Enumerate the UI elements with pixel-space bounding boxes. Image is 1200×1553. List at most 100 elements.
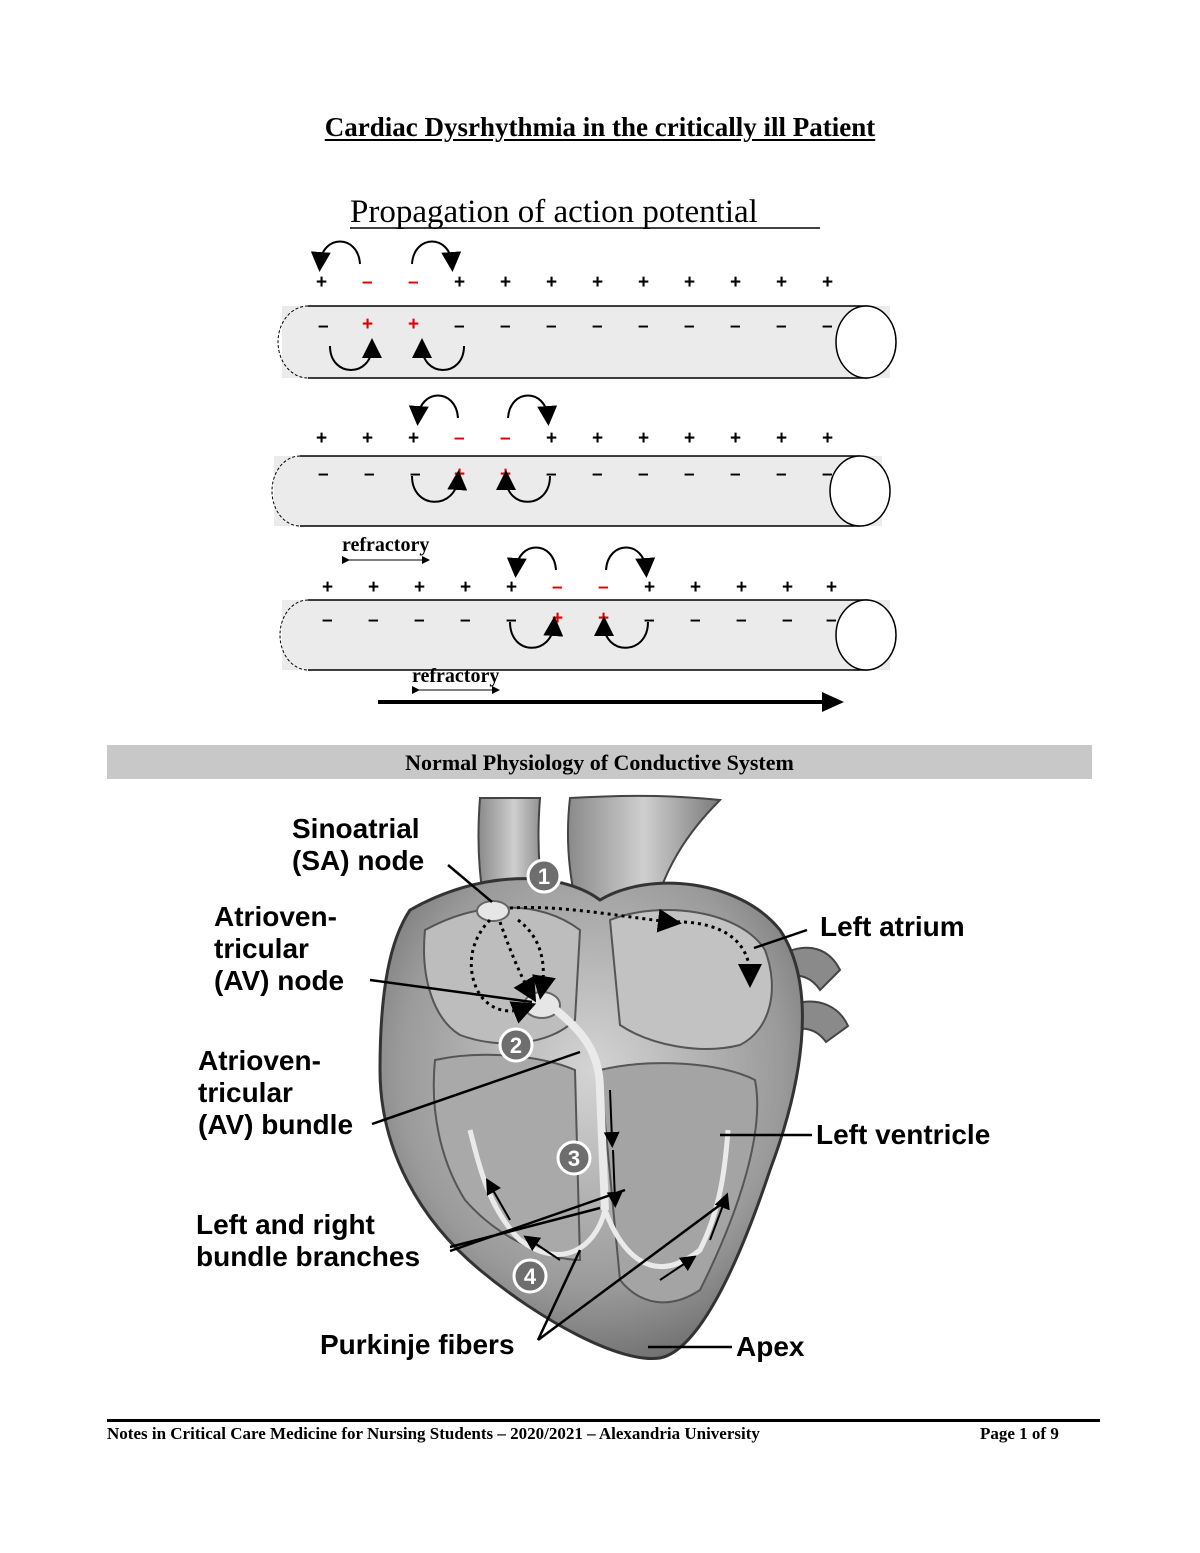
svg-text:+: + (782, 577, 793, 598)
av-bundle-label-line2: tricular (198, 1077, 293, 1108)
left-branch-path (602, 1129, 731, 1270)
fiber-3-arrow-left-out (506, 546, 557, 578)
svg-text:+: + (638, 428, 649, 449)
svg-text:–: – (592, 316, 603, 337)
svg-text:+: + (730, 272, 741, 293)
svg-text:–: – (364, 464, 375, 485)
document-title: Cardiac Dysrhythmia in the critically il… (324, 112, 876, 142)
svg-text:–: – (736, 610, 747, 631)
svg-text:+: + (546, 272, 557, 293)
svg-text:3: 3 (568, 1146, 580, 1171)
right-branch-path (467, 1129, 608, 1257)
av-node-label-line3: (AV) node (214, 965, 344, 996)
fiber-1-arrow-right-out (411, 240, 462, 272)
av-node (523, 991, 561, 1019)
fiber-2-arrow-left-in (411, 470, 468, 503)
heart-illustration (378, 794, 850, 1361)
av-bundle-label-line3: (AV) bundle (198, 1109, 353, 1140)
fiber-3-arrow-left-in (509, 616, 564, 649)
left-ventricle-label: Left ventricle (816, 1119, 990, 1150)
footer-course-note: Notes in Critical Care Medicine for Nurs… (107, 1424, 760, 1443)
step-1-marker: 1 (526, 858, 562, 894)
svg-text:+: + (644, 577, 655, 598)
svg-text:+: + (414, 577, 425, 598)
fiber-1-arrow-right-in (412, 338, 465, 371)
svg-text:+: + (822, 272, 833, 293)
svg-text:–: – (822, 464, 833, 485)
svg-text:+: + (546, 428, 557, 449)
fiber-2-outer-signs: +++ –– ++++ +++ (316, 428, 833, 449)
footer-page-number: Page 1 of 9 (980, 1424, 1059, 1443)
svg-text:–: – (822, 316, 833, 337)
svg-text:–: – (552, 577, 563, 598)
fiber-1: +–– ++++ +++++ –++ –––– ––––– (277, 240, 897, 379)
sa-node-label-line2: (SA) node (292, 845, 424, 876)
svg-text:+: + (454, 464, 465, 485)
svg-text:–: – (690, 610, 701, 631)
svg-text:–: – (454, 428, 465, 449)
svg-text:–: – (598, 577, 609, 598)
propagation-direction-arrowhead (822, 692, 844, 712)
svg-text:–: – (460, 610, 471, 631)
svg-text:–: – (362, 272, 373, 293)
footer-rule (107, 1419, 1100, 1422)
svg-text:+: + (454, 272, 465, 293)
fiber-2-arrow-left-out (408, 394, 459, 426)
svg-text:–: – (730, 316, 741, 337)
svg-text:+: + (690, 577, 701, 598)
svg-text:–: – (454, 316, 465, 337)
svg-text:–: – (546, 316, 557, 337)
fiber-1-arrow-left-out (310, 240, 361, 272)
svg-text:+: + (684, 428, 695, 449)
svg-text:4: 4 (524, 1264, 537, 1289)
purkinje-label: Purkinje fibers (320, 1329, 515, 1360)
svg-text:+: + (316, 428, 327, 449)
step-2-marker: 2 (498, 1027, 534, 1063)
svg-text:+: + (776, 272, 787, 293)
bundle-branches-label-line1: Left and right (196, 1209, 375, 1240)
av-bundle-path (553, 1006, 609, 1211)
svg-text:+: + (500, 272, 511, 293)
leader-lines (369, 864, 812, 1349)
svg-text:–: – (730, 464, 741, 485)
svg-text:–: – (322, 610, 333, 631)
sa-node (476, 900, 510, 922)
fiber-3-outer-signs: +++++ –– +++++ (322, 577, 837, 598)
svg-text:+: + (730, 428, 741, 449)
sa-node-label-line1: Sinoatrial (292, 813, 420, 844)
svg-text:–: – (506, 610, 517, 631)
svg-text:+: + (592, 272, 603, 293)
svg-text:–: – (318, 316, 329, 337)
svg-text:–: – (826, 610, 837, 631)
bundle-branches-label-line2: bundle branches (196, 1241, 420, 1272)
step-3-marker: 3 (556, 1140, 592, 1176)
svg-text:–: – (546, 464, 557, 485)
fiber-3: +++++ –– +++++ ––––– ++ ––––– refractory (279, 546, 897, 694)
svg-text:–: – (408, 272, 419, 293)
svg-text:–: – (368, 610, 379, 631)
svg-text:+: + (362, 428, 373, 449)
svg-text:–: – (776, 464, 787, 485)
fiber-2-arrow-right-in (496, 470, 551, 503)
svg-text:+: + (736, 577, 747, 598)
svg-text:+: + (368, 577, 379, 598)
svg-text:1: 1 (538, 864, 550, 889)
svg-text:–: – (684, 316, 695, 337)
svg-text:+: + (362, 314, 373, 335)
svg-text:–: – (318, 464, 329, 485)
refractory-label-2: refractory (412, 665, 499, 687)
svg-text:–: – (592, 464, 603, 485)
fiber-3-arrow-right-out (605, 546, 656, 578)
apex-label: Apex (736, 1331, 805, 1362)
svg-text:–: – (782, 610, 793, 631)
svg-text:+: + (826, 577, 837, 598)
heart-conduction-figure: 1 2 3 4 Sinoatrial (SA) node Atrioven- t… (196, 794, 990, 1362)
svg-text:–: – (684, 464, 695, 485)
propagation-figure: Propagation of action potential +–– ++++… (271, 194, 897, 712)
svg-text:+: + (638, 272, 649, 293)
fiber-1-arrow-left-in (329, 338, 382, 371)
svg-text:+: + (460, 577, 471, 598)
fiber-2-arrow-right-out (507, 394, 558, 426)
svg-text:2: 2 (510, 1033, 522, 1058)
svg-text:+: + (322, 577, 333, 598)
